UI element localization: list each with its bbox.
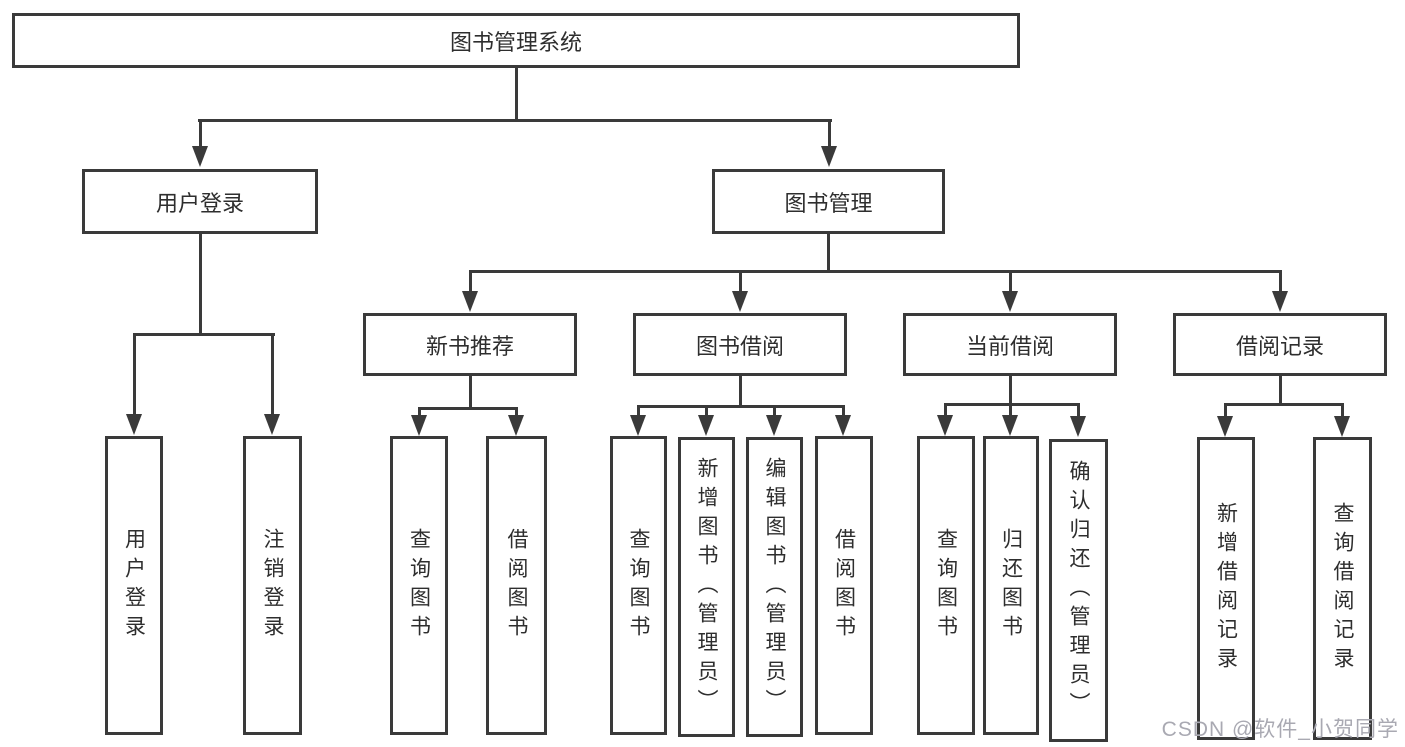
node-borrow-records: 借阅记录 (1173, 313, 1387, 376)
connector-line (469, 270, 1282, 273)
connector-line (515, 407, 518, 416)
watermark: CSDN @软件_小贺同学 (1161, 718, 1399, 741)
arrow-down-icon (1272, 291, 1288, 312)
connector-line (1009, 403, 1012, 416)
leaf-br-query-record: 查询借阅记录 (1313, 437, 1372, 740)
arrow-down-icon (1002, 415, 1018, 436)
leaf-bb-add-books: 新增图书（管理员） (678, 437, 735, 737)
arrow-down-icon (411, 415, 427, 436)
arrow-down-icon (937, 415, 953, 436)
arrow-down-icon (264, 414, 280, 435)
connector-line (773, 405, 776, 416)
leaf-bb-query-books: 查询图书 (610, 436, 667, 735)
connector-line (842, 405, 845, 416)
connector-line (739, 270, 742, 292)
connector-line (515, 68, 518, 121)
arrow-down-icon (698, 415, 714, 436)
connector-line (1279, 270, 1282, 292)
connector-line (1009, 376, 1012, 406)
connector-line (271, 333, 274, 415)
arrow-down-icon (1217, 416, 1233, 437)
connector-line (469, 270, 472, 292)
leaf-user-login: 用户登录 (105, 436, 163, 735)
leaf-br-add-record: 新增借阅记录 (1197, 437, 1255, 740)
leaf-logout: 注销登录 (243, 436, 302, 735)
connector-line (198, 119, 832, 122)
connector-line (637, 405, 640, 416)
connector-line (418, 407, 421, 416)
connector-line (637, 405, 845, 408)
node-new-book-recommend: 新书推荐 (363, 313, 577, 376)
node-user-login: 用户登录 (82, 169, 318, 234)
arrow-down-icon (821, 146, 837, 167)
connector-line (133, 333, 136, 415)
connector-line (418, 407, 518, 410)
arrow-down-icon (508, 415, 524, 436)
connector-line (199, 234, 202, 335)
node-book-management: 图书管理 (712, 169, 945, 234)
arrow-down-icon (835, 415, 851, 436)
leaf-cb-query-books: 查询图书 (917, 436, 975, 735)
arrow-down-icon (630, 415, 646, 436)
arrow-down-icon (1002, 291, 1018, 312)
leaf-bb-edit-books: 编辑图书（管理员） (746, 437, 803, 737)
arrow-down-icon (192, 146, 208, 167)
connector-line (1224, 403, 1343, 406)
leaf-bb-borrow-books: 借阅图书 (815, 436, 873, 735)
connector-line (739, 376, 742, 408)
connector-line (1341, 403, 1344, 416)
leaf-cb-confirm-return: 确认归还（管理员） (1049, 439, 1108, 742)
arrow-down-icon (126, 414, 142, 435)
arrow-down-icon (732, 291, 748, 312)
connector-line (944, 403, 947, 416)
node-root: 图书管理系统 (12, 13, 1020, 68)
connector-line (828, 119, 831, 147)
node-current-borrow: 当前借阅 (903, 313, 1117, 376)
arrow-down-icon (766, 415, 782, 436)
arrow-down-icon (462, 291, 478, 312)
connector-line (705, 405, 708, 416)
leaf-cb-return-books: 归还图书 (983, 436, 1039, 735)
leaf-nb-borrow-books: 借阅图书 (486, 436, 547, 735)
leaf-nb-query-books: 查询图书 (390, 436, 448, 735)
connector-line (133, 333, 275, 336)
arrow-down-icon (1070, 416, 1086, 437)
connector-line (1224, 403, 1227, 416)
connector-line (199, 119, 202, 147)
node-book-borrow: 图书借阅 (633, 313, 847, 376)
connector-line (1009, 270, 1012, 292)
connector-line (1279, 376, 1282, 406)
connector-line (1077, 403, 1080, 416)
connector-line (827, 234, 830, 272)
connector-line (944, 403, 1080, 406)
connector-line (469, 376, 472, 410)
arrow-down-icon (1334, 416, 1350, 437)
